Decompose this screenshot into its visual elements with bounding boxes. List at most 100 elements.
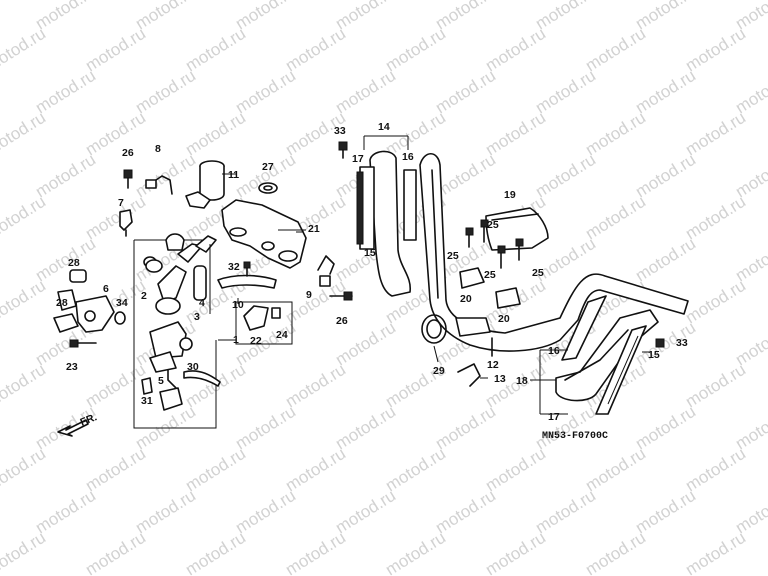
wire-clip-and-bolt	[317, 255, 353, 301]
watermark-text: motod.ru	[432, 486, 499, 538]
callout-7: 7	[118, 197, 124, 209]
watermark-text: motod.ru	[0, 276, 49, 328]
callout-15: 15	[364, 247, 376, 259]
callout-14: 14	[378, 121, 390, 133]
watermark-text: motod.ru	[32, 234, 99, 286]
watermark-text: motod.ru	[532, 486, 599, 538]
callout-13: 13	[494, 373, 506, 385]
handlebar-pipe	[419, 152, 689, 352]
watermark-text: motod.ru	[432, 0, 499, 33]
watermark-text: motod.ru	[232, 150, 299, 202]
watermark-text: motod.ru	[482, 528, 549, 576]
callout-22: 22	[250, 335, 262, 347]
callout-5: 5	[158, 375, 164, 387]
cable-clamp	[421, 314, 493, 387]
watermark-text: motod.ru	[682, 528, 749, 576]
watermark-text: motod.ru	[632, 486, 699, 538]
watermark-text: motod.ru	[682, 276, 749, 328]
watermark-text: motod.ru	[0, 528, 49, 576]
watermark-text: motod.ru	[282, 444, 349, 496]
callout-26: 26	[336, 315, 348, 327]
watermark-text: motod.ru	[232, 402, 299, 454]
callout-26: 26	[122, 147, 134, 159]
watermark-text: motod.ru	[82, 528, 149, 576]
watermark-text: motod.ru	[332, 0, 399, 33]
watermark-text: motod.ru	[82, 360, 149, 412]
callout-17: 17	[352, 153, 364, 165]
watermark-text: motod.ru	[632, 0, 699, 33]
watermark-text: motod.ru	[682, 360, 749, 412]
watermark-text: motod.ru	[382, 24, 449, 76]
watermark-text: motod.ru	[282, 24, 349, 76]
watermark-text: motod.ru	[582, 444, 649, 496]
watermark-text: motod.ru	[382, 444, 449, 496]
callout-9: 9	[306, 289, 312, 301]
watermark-text: motod.ru	[632, 402, 699, 454]
callout-19: 19	[504, 189, 516, 201]
watermark-text: motod.ru	[0, 192, 49, 244]
steering-stem-bracket	[221, 199, 307, 269]
watermark-text: motod.ru	[132, 150, 199, 202]
callout-4: 4	[199, 297, 205, 309]
callout-31: 31	[141, 395, 153, 407]
bolt-33-top	[338, 141, 665, 348]
watermark-text: motod.ru	[0, 360, 49, 412]
watermark-text: motod.ru	[32, 66, 99, 118]
callout-18: 18	[516, 375, 528, 387]
watermark-text: motod.ru	[432, 66, 499, 118]
callout-34: 34	[116, 297, 128, 309]
callout-29: 29	[433, 365, 445, 377]
watermark-text: motod.ru	[32, 150, 99, 202]
watermark-text: motod.ru	[182, 24, 249, 76]
stem-tube	[185, 160, 278, 209]
watermark-text: motod.ru	[582, 192, 649, 244]
callout-16: 16	[402, 151, 414, 163]
watermark-text: motod.ru	[382, 108, 449, 160]
callout-25: 25	[484, 269, 496, 281]
callout-20: 20	[498, 313, 510, 325]
callout-2: 2	[141, 290, 147, 302]
handlebar-clamp-pipe	[356, 150, 417, 297]
callout-25: 25	[532, 267, 544, 279]
watermark-text: motod.ru	[282, 528, 349, 576]
callout-16: 16	[548, 345, 560, 357]
callout-17: 17	[548, 411, 560, 423]
watermark-text: motod.ru	[0, 444, 49, 496]
callout-23: 23	[66, 361, 78, 373]
watermark-text: motod.ru	[682, 108, 749, 160]
callout-25: 25	[447, 250, 459, 262]
callout-30: 30	[187, 361, 199, 373]
watermark-text: motod.ru	[582, 108, 649, 160]
watermark-text: motod.ru	[582, 24, 649, 76]
watermark-text: motod.ru	[232, 486, 299, 538]
small-fasteners-top	[119, 169, 173, 237]
watermark-text: motod.ru	[332, 66, 399, 118]
watermark-text: motod.ru	[432, 402, 499, 454]
watermark-text: motod.ru	[82, 24, 149, 76]
watermark-text: motod.ru	[0, 24, 49, 76]
watermark-text: motod.ru	[332, 486, 399, 538]
watermark-text: motod.ru	[82, 108, 149, 160]
watermark-text: motod.ru	[482, 444, 549, 496]
callout-11: 11	[228, 169, 239, 181]
watermark-text: motod.ru	[682, 444, 749, 496]
watermark-text: motod.ru	[282, 360, 349, 412]
watermark-text: motod.ru	[482, 24, 549, 76]
callout-24: 24	[276, 329, 288, 341]
callout-32: 32	[228, 261, 240, 273]
ignition-switch-assembly	[133, 233, 221, 429]
callout-3: 3	[194, 311, 200, 323]
watermark-text: motod.ru	[132, 66, 199, 118]
left-switch-bracket	[53, 269, 126, 348]
watermark-text: motod.ru	[682, 192, 749, 244]
watermark-text: motod.ru	[432, 150, 499, 202]
callout-25: 25	[487, 219, 499, 231]
holder-bolts	[465, 219, 524, 269]
watermark-text: motod.ru	[382, 528, 449, 576]
watermark-text: motod.ru	[482, 108, 549, 160]
watermark-text: motod.ru	[532, 150, 599, 202]
watermark-text: motod.ru	[532, 66, 599, 118]
watermark-text: motod.ru	[682, 24, 749, 76]
